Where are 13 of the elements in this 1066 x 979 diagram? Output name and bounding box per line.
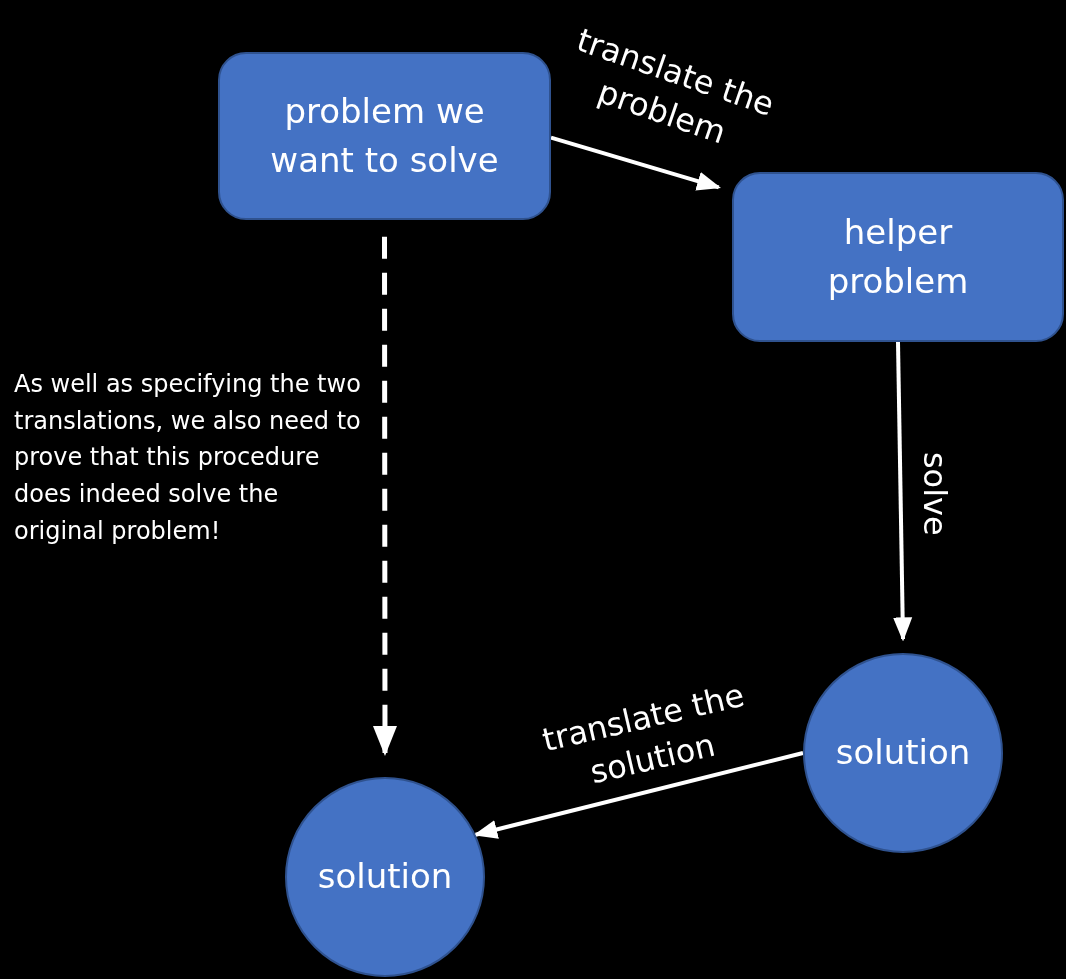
edge-label: translate the solution [537,674,749,793]
edge-label: solve [914,450,955,538]
arrow [473,751,804,839]
process-box [218,52,551,220]
arrow [550,135,721,191]
node-text: solution [834,731,972,775]
note-text: As well as specifying the two translations, we also need to prove that this procedure does indeed solve the original problem! [14,369,362,547]
process-box [732,172,1064,342]
node-text: helper problem [826,210,970,303]
node-text: problem we want to solve [269,89,500,182]
arrow [893,341,913,642]
node-text: solution [316,855,454,899]
dashed-arrow [372,236,397,756]
